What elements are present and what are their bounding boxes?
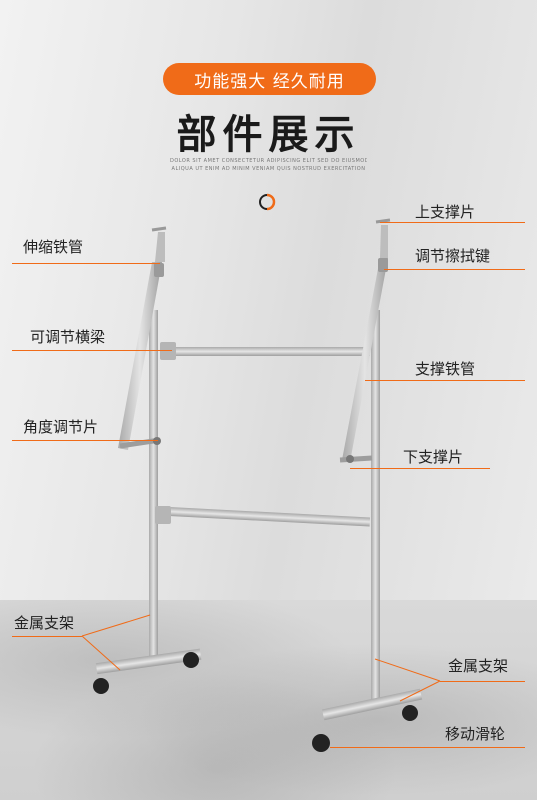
caster-wheel — [312, 734, 330, 752]
label-bottom-support: 下支撑片 — [403, 448, 464, 466]
label-metal-frame-right: 金属支架 — [448, 657, 509, 675]
line-cross-beam — [12, 350, 172, 351]
line-support-tube — [365, 380, 525, 381]
right-telescopic-tube — [342, 258, 388, 462]
right-foot — [322, 688, 423, 721]
circle-logo-icon — [259, 193, 276, 211]
label-angle-piece: 角度调节片 — [23, 418, 99, 436]
leader-metal-frame-left — [81, 614, 151, 671]
upper-cross-beam — [160, 347, 370, 356]
line-adjust-key — [384, 269, 525, 270]
page-title: 部件展示 — [176, 112, 361, 158]
line-metal-frame-left — [12, 636, 82, 637]
label-casters: 移动滑轮 — [445, 725, 506, 743]
line-casters — [330, 747, 525, 748]
line-top-support — [380, 222, 525, 223]
line-metal-frame-right — [440, 681, 525, 682]
left-post — [149, 310, 158, 665]
label-top-support: 上支撑片 — [415, 203, 476, 221]
line-bottom-support — [350, 468, 490, 469]
left-foot — [95, 648, 202, 675]
english-subtitle-1: DOLOR SIT AMET CONSECTETUR ADIPISCING EL… — [170, 158, 367, 164]
caster-wheel — [93, 678, 109, 694]
english-subtitle-2: ALIQUA UT ENIM AD MINIM VENIAM QUIS NOST… — [171, 166, 366, 172]
left-telescopic-tube — [118, 262, 162, 450]
caster-wheel — [402, 705, 418, 721]
label-adjust-key: 调节擦拭键 — [415, 247, 491, 265]
leader-metal-frame-right — [374, 658, 441, 702]
lower-cross-beam — [159, 506, 371, 527]
label-support-tube: 支撑铁管 — [415, 360, 476, 378]
label-telescopic-tube: 伸缩铁管 — [23, 238, 84, 256]
label-metal-frame-left: 金属支架 — [14, 614, 75, 632]
line-angle-piece — [12, 440, 158, 441]
right-post — [371, 310, 380, 705]
label-cross-beam: 可调节横梁 — [30, 328, 106, 346]
slogan-pill: 功能强大 经久耐用 — [163, 63, 376, 95]
line-telescopic-tube — [12, 263, 160, 264]
caster-wheel — [183, 652, 199, 668]
